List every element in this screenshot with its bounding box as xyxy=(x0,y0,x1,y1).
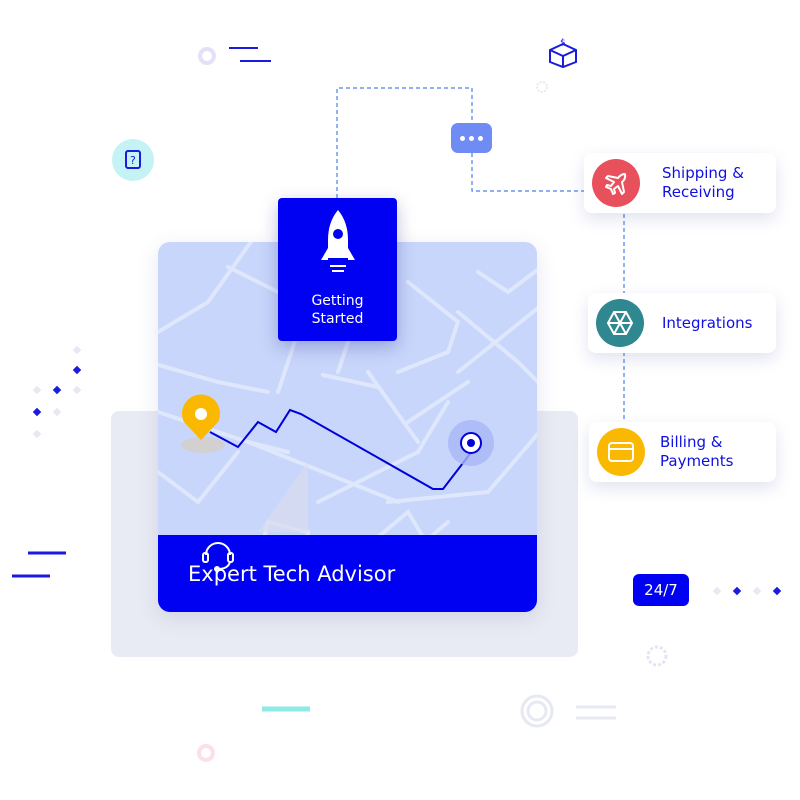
box-dollar-icon: $ xyxy=(549,38,577,69)
card-label: Billing &Payments xyxy=(660,433,733,471)
svg-text:$: $ xyxy=(560,38,566,48)
label-line: Receiving xyxy=(662,183,735,201)
diamond-dots-left xyxy=(32,345,82,439)
gear-icon xyxy=(646,645,668,667)
dot xyxy=(469,135,474,141)
svg-text:?: ? xyxy=(130,154,136,167)
ring-decoration xyxy=(198,47,216,65)
diamond-dots-right xyxy=(712,586,782,596)
support-24-7-badge: 24/7 xyxy=(633,574,689,606)
more-options-button[interactable] xyxy=(451,123,492,153)
getting-started-label: Getting Started xyxy=(278,292,397,328)
getting-started-card[interactable]: Getting Started xyxy=(278,198,397,341)
headset-icon xyxy=(202,542,234,572)
label-line: Started xyxy=(311,311,364,327)
connector-lines xyxy=(336,87,625,424)
ring-decoration xyxy=(526,700,548,722)
help-book-icon: ? xyxy=(112,139,154,181)
card-shipping-receiving[interactable]: Shipping &Receiving xyxy=(584,153,776,213)
card-label: Shipping &Receiving xyxy=(662,164,744,202)
label-line: Shipping & xyxy=(662,164,744,182)
gear-icon xyxy=(536,81,548,93)
label-line: Getting xyxy=(311,293,364,309)
dot xyxy=(478,135,483,141)
advisor-label: Expert Tech Advisor xyxy=(188,561,396,586)
hexagon-icon xyxy=(596,299,644,347)
rocket-icon xyxy=(320,210,355,272)
airplane-icon xyxy=(592,159,640,207)
credit-card-icon xyxy=(597,428,645,476)
label-line: Integrations xyxy=(662,313,753,332)
card-integrations[interactable]: Integrations xyxy=(588,293,776,353)
label-line: Payments xyxy=(660,452,734,470)
ring-decoration xyxy=(197,744,215,762)
expert-tech-advisor-bar[interactable]: Expert Tech Advisor xyxy=(158,535,537,612)
label-line: Billing & xyxy=(660,433,723,451)
card-billing-payments[interactable]: Billing &Payments xyxy=(589,422,776,482)
dot xyxy=(460,135,465,141)
ring-decoration xyxy=(520,694,554,728)
card-label: Integrations xyxy=(662,314,752,333)
